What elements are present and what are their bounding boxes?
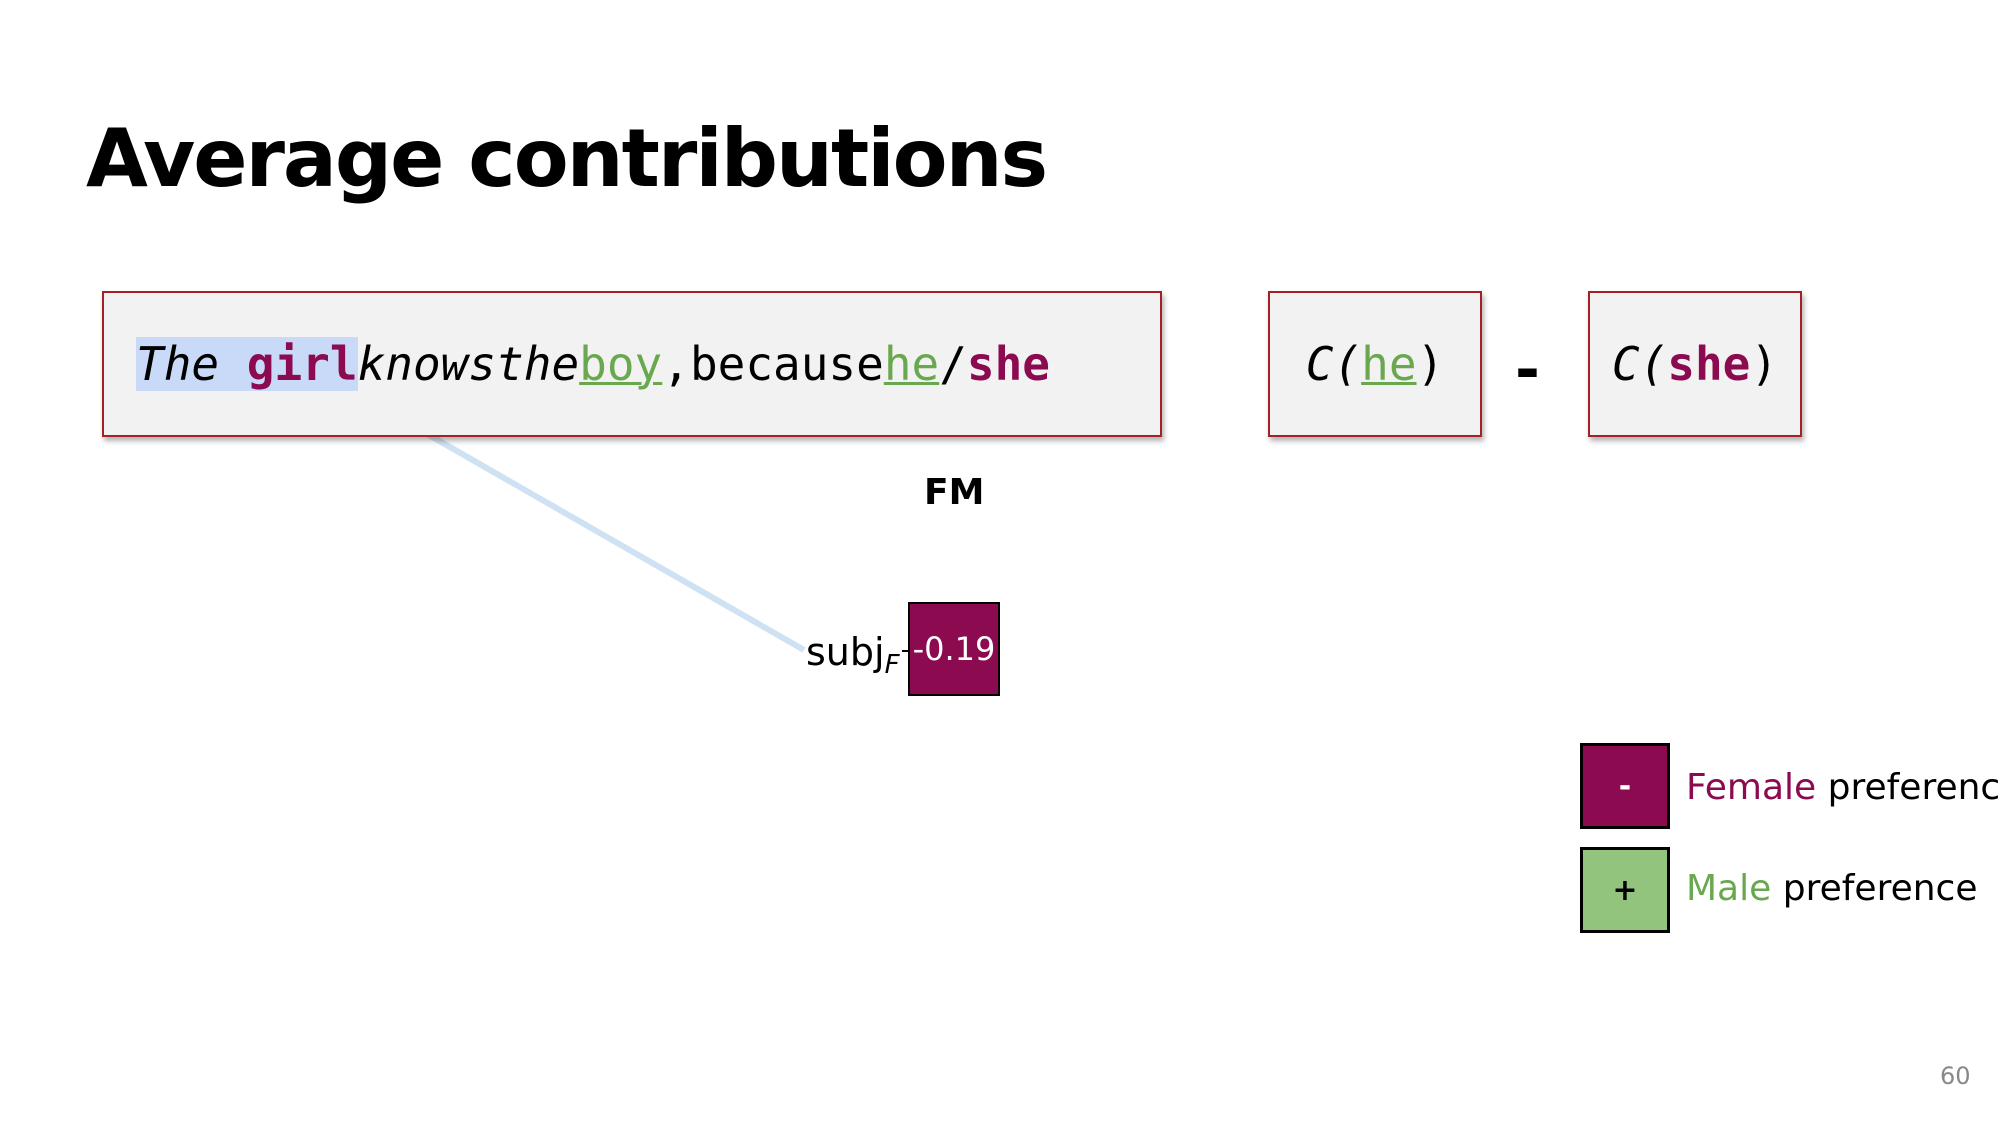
c-she-prefix: C( xyxy=(1611,337,1668,391)
word-the: The xyxy=(136,337,220,391)
subject-highlight: The girl xyxy=(136,337,358,391)
word-the-2: the xyxy=(496,337,580,391)
legend-male-symbol: + xyxy=(1612,872,1638,908)
word-comma: , xyxy=(662,337,690,391)
subj-row-label: subjF xyxy=(806,630,900,680)
sentence-box: The girl knows the boy, because he/she xyxy=(102,291,1162,437)
word-knows: knows xyxy=(357,337,497,391)
c-he-word: he xyxy=(1361,337,1417,391)
legend-male-rest: preference xyxy=(1782,868,1978,909)
word-because: because xyxy=(689,337,884,391)
legend-male-swatch: + xyxy=(1580,847,1670,933)
word-slash: / xyxy=(939,337,967,391)
row-tick xyxy=(902,650,908,652)
legend-male-text: Male preference xyxy=(1686,868,1977,909)
c-he-suffix: ) xyxy=(1416,337,1445,391)
subj-label-sub: F xyxy=(884,650,900,680)
word-he: he xyxy=(883,337,940,391)
legend-female-text: Female preference xyxy=(1686,767,2000,808)
c-she-suffix: ) xyxy=(1750,337,1779,391)
word-she: she xyxy=(966,337,1051,391)
fm-column-label: FM xyxy=(924,472,985,513)
word-girl: girl xyxy=(246,337,358,391)
legend-female-swatch: - xyxy=(1580,743,1670,829)
legend-female-symbol: - xyxy=(1618,768,1632,804)
fm-subj-cell: -0.19 xyxy=(908,602,1000,696)
contribution-he-box: C(he) xyxy=(1268,291,1482,437)
contribution-she-box: C(she) xyxy=(1588,291,1802,437)
legend-female-word: Female xyxy=(1686,767,1817,808)
c-he-prefix: C( xyxy=(1305,337,1362,391)
fm-subj-value: -0.19 xyxy=(912,630,996,668)
legend-female-rest: preference xyxy=(1827,767,2000,808)
slide-title: Average contributions xyxy=(86,112,1048,205)
page-number: 60 xyxy=(1940,1062,1971,1090)
minus-operator: - xyxy=(1515,335,1540,405)
c-she-word: she xyxy=(1667,337,1751,391)
subj-label-base: subj xyxy=(806,630,885,674)
word-boy: boy xyxy=(579,337,663,391)
legend-male-word: Male xyxy=(1686,868,1772,909)
